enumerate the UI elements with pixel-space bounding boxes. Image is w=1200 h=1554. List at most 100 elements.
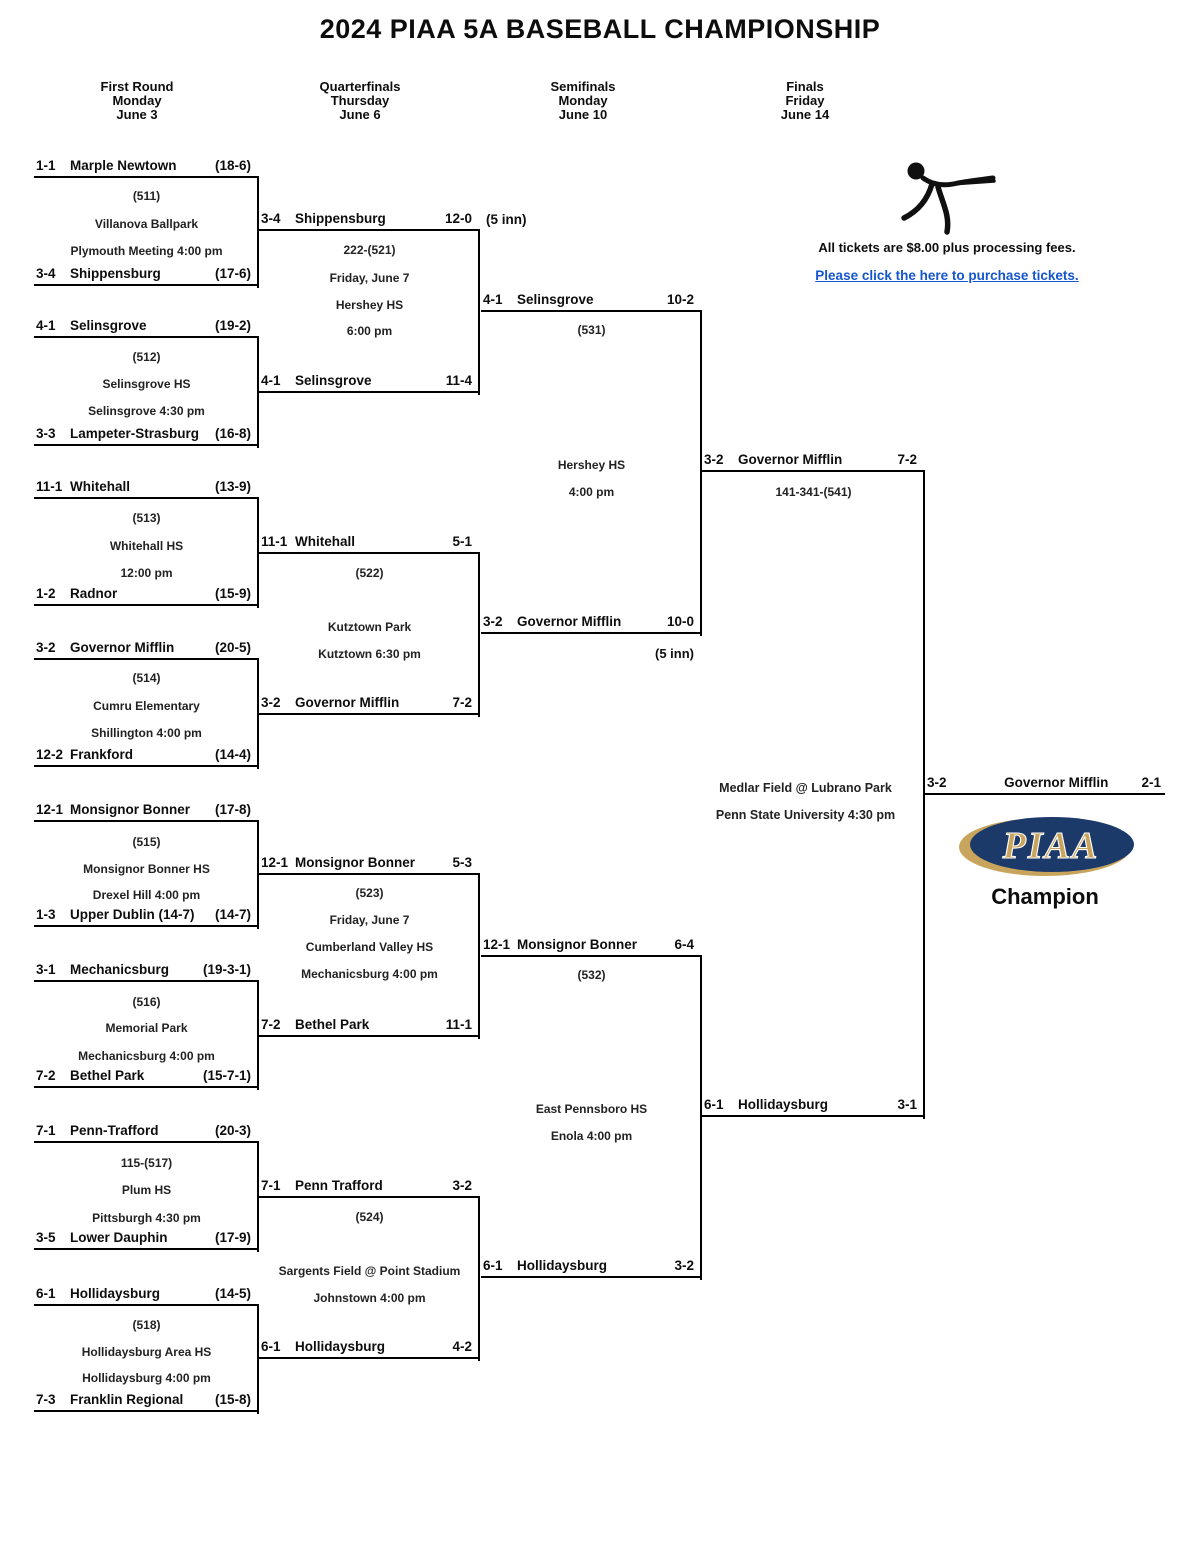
team-record: (20-3): [214, 1123, 251, 1138]
game-city-time: Enola 4:00 pm: [550, 1129, 633, 1143]
bracket-connector: [478, 231, 480, 395]
team-record: (14-4): [214, 747, 251, 762]
team-seed: 4-1: [261, 373, 281, 388]
game-city-time: Mechanicsburg 4:00 pm: [301, 967, 438, 981]
round-header-semifinals: Semifinals Monday June 10: [503, 80, 663, 122]
game-number: (518): [132, 1318, 161, 1332]
bracket-connector: [478, 1198, 480, 1361]
round-date: June 6: [339, 107, 381, 122]
game-date: Friday, June 7: [329, 271, 410, 285]
game-venue: Hershey HS: [557, 458, 626, 472]
game-number: 141-341-(541): [775, 485, 852, 499]
team-seed: 3-1: [36, 962, 56, 977]
game-venue: Selinsgrove HS: [102, 377, 191, 391]
team-seed: 12-1: [261, 855, 289, 870]
team-score: 10-2: [666, 292, 694, 307]
team-seed: 3-3: [36, 426, 56, 441]
team-seed: 6-1: [36, 1286, 56, 1301]
game-venue: Cumru Elementary: [93, 699, 200, 713]
game-number: (523): [355, 886, 384, 900]
team-record: (17-9): [214, 1230, 251, 1245]
team-seed: 7-1: [36, 1123, 56, 1138]
team-seed: 3-2: [704, 452, 724, 467]
team-seed: 3-2: [261, 695, 281, 710]
team-record: (17-6): [214, 266, 251, 281]
team-seed: 12-1: [483, 937, 511, 952]
round-day: Monday: [558, 93, 608, 108]
game-venue: Kutztown Park: [327, 620, 412, 634]
team-record: (18-6): [214, 158, 251, 173]
team-name: Monsignor Bonner: [517, 937, 637, 952]
bracket-connector: [257, 982, 259, 1090]
round-name: Quarterfinals: [319, 79, 401, 94]
team-seed: 3-2: [36, 640, 56, 655]
team-name: Upper Dublin (14-7): [70, 907, 195, 922]
team-score: 4-2: [452, 1339, 472, 1354]
team-record: (20-5): [214, 640, 251, 655]
team-record: (17-8): [214, 802, 251, 817]
game-number: 115-(517): [120, 1156, 173, 1170]
game-venue: Hershey HS: [335, 298, 404, 312]
team-score: 7-2: [897, 452, 917, 467]
team-slot: 3-5 Lower Dauphin (17-9): [34, 1228, 259, 1250]
team-name: Mechanicsburg: [70, 962, 170, 977]
team-name: Governor Mifflin: [738, 452, 843, 467]
game-venue: Cumberland Valley HS: [305, 940, 434, 954]
team-seed: 7-2: [261, 1017, 281, 1032]
team-name: Shippensburg: [295, 211, 386, 226]
game-venue: Sargents Field @ Point Stadium: [278, 1264, 461, 1278]
game-city-time: Plymouth Meeting 4:00 pm: [70, 244, 223, 258]
game-number: (514): [132, 671, 161, 685]
team-score: 3-2: [452, 1178, 472, 1193]
team-record: (15-9): [214, 586, 251, 601]
game-venue: Whitehall HS: [109, 539, 184, 553]
round-header-finals: Finals Friday June 14: [725, 80, 885, 122]
team-name: Bethel Park: [295, 1017, 370, 1032]
team-seed: 3-4: [36, 266, 56, 281]
game-city-time: Hollidaysburg 4:00 pm: [82, 1371, 211, 1385]
game-number: (531): [577, 323, 606, 337]
team-name: Hollidaysburg: [517, 1258, 608, 1273]
bracket-connector: [923, 472, 925, 1119]
team-name: Whitehall: [70, 479, 130, 494]
game-city-time: Shillington 4:00 pm: [91, 726, 202, 740]
svg-text:®: ®: [1120, 822, 1128, 834]
team-score: 2-1: [1141, 775, 1161, 790]
round-day: Thursday: [330, 93, 390, 108]
team-seed: 3-2: [927, 775, 947, 790]
game-note: (5 inn): [486, 212, 527, 227]
tickets-note: All tickets are $8.00 plus processing fe…: [818, 240, 1076, 255]
team-name: Lower Dauphin: [70, 1230, 168, 1245]
round-header-first-round: First Round Monday June 3: [57, 80, 217, 122]
team-score: 12-0: [444, 211, 472, 226]
team-record: (14-7): [214, 907, 251, 922]
team-score: 3-2: [674, 1258, 694, 1273]
tickets-purchase-link[interactable]: Please click the here to purchase ticket…: [815, 268, 1079, 283]
round-name: First Round: [100, 79, 174, 94]
bracket-connector: [257, 822, 259, 929]
team-name: Shippensburg: [70, 266, 161, 281]
game-number: 222-(521): [343, 243, 396, 257]
bracket-connector: [700, 312, 702, 636]
team-record: (15-8): [214, 1392, 251, 1407]
bracket-connector: [700, 957, 702, 1280]
team-record: (19-3-1): [202, 962, 251, 977]
bracket-connector: [478, 875, 480, 1039]
team-seed: 3-5: [36, 1230, 56, 1245]
game-number: (515): [132, 835, 161, 849]
team-seed: 7-1: [261, 1178, 281, 1193]
team-seed: 1-1: [36, 158, 56, 173]
